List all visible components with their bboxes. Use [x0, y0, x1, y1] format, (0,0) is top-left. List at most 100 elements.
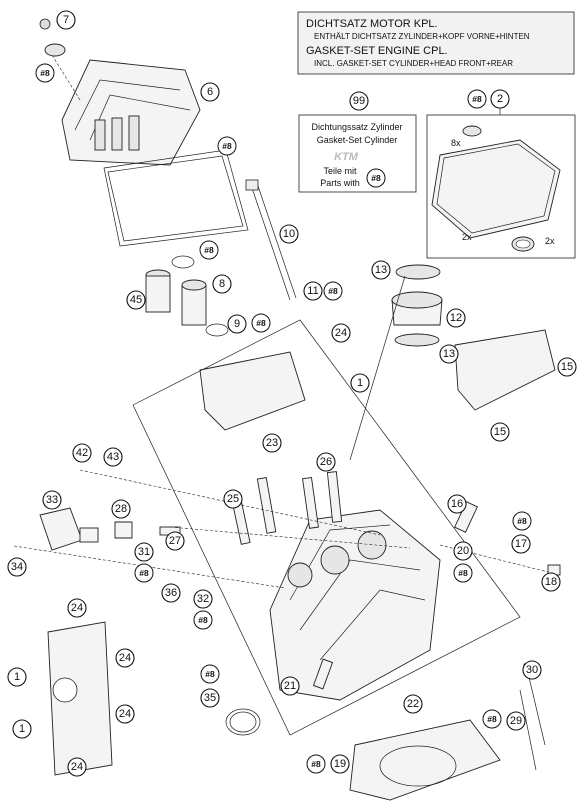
o-ring-35-part — [225, 708, 261, 736]
tensioner-part — [39, 507, 83, 551]
callout-1-a: 1 — [350, 373, 370, 393]
ref-8-h: #8 — [134, 563, 154, 583]
callout-43: 43 — [103, 447, 123, 467]
svg-text:#8: #8 — [487, 714, 497, 724]
svg-text:24: 24 — [71, 602, 83, 614]
svg-text:20: 20 — [457, 545, 469, 557]
svg-text:27: 27 — [169, 535, 181, 547]
callout-8: 8 — [212, 274, 232, 294]
ref-8-b: #8 — [217, 136, 237, 156]
svg-text:9: 9 — [234, 318, 240, 330]
svg-text:#8: #8 — [371, 173, 381, 183]
ref-8-g: #8 — [453, 563, 473, 583]
callout-33: 33 — [42, 490, 62, 510]
seal-ring-part — [44, 43, 66, 57]
svg-text:11: 11 — [307, 285, 318, 297]
svg-text:42: 42 — [76, 447, 88, 459]
gasket-set-inset: #8 2 8x 2x 2x — [426, 89, 576, 259]
callout-24-d: 24 — [115, 704, 135, 724]
callout-42: 42 — [72, 443, 92, 463]
svg-text:#8: #8 — [204, 245, 214, 255]
svg-text:#8: #8 — [222, 141, 232, 151]
valves-part — [230, 471, 343, 545]
callout-35: 35 — [200, 688, 220, 708]
callout-29: 29 — [506, 711, 526, 731]
svg-text:24: 24 — [119, 708, 131, 720]
head-gasket-part — [349, 719, 501, 801]
ref-8-f: #8 — [512, 511, 532, 531]
callout-34: 34 — [7, 557, 27, 577]
callout-24-a: 24 — [331, 323, 351, 343]
ref-8-j: #8 — [200, 664, 220, 684]
callout-21: 21 — [280, 676, 300, 696]
callout-32: 32 — [193, 589, 213, 609]
svg-text:22: 22 — [407, 698, 419, 710]
svg-text:#8: #8 — [328, 286, 338, 296]
kit-line-4: Parts with — [320, 178, 360, 188]
callout-13-b: 13 — [439, 344, 459, 364]
callout-45: 45 — [126, 290, 146, 310]
svg-text:19: 19 — [334, 758, 346, 770]
svg-text:31: 31 — [138, 546, 150, 558]
header-line-4: INCL. GASKET-SET CYLINDER+HEAD FRONT+REA… — [314, 59, 513, 68]
callout-9: 9 — [227, 314, 247, 334]
callout-27: 27 — [165, 531, 185, 551]
svg-text:13: 13 — [375, 264, 387, 276]
callout-24-c: 24 — [115, 648, 135, 668]
callout-6: 6 — [200, 82, 220, 102]
cylinder-head-part — [269, 509, 441, 701]
ref-8-e: #8 — [323, 281, 343, 301]
svg-text:2: 2 — [497, 93, 503, 105]
callout-1-c: 1 — [12, 719, 32, 739]
kit-ref-8: #8 — [366, 168, 386, 188]
svg-text:#8: #8 — [472, 94, 482, 104]
svg-text:16: 16 — [451, 498, 463, 510]
svg-text:1: 1 — [19, 723, 25, 735]
bolt-21-part — [312, 658, 334, 690]
svg-text:#8: #8 — [198, 615, 208, 625]
header-line-1: DICHTSATZ MOTOR KPL. — [306, 18, 438, 30]
svg-text:24: 24 — [335, 327, 347, 339]
svg-text:25: 25 — [227, 493, 239, 505]
callout-99: 99 — [349, 91, 369, 111]
ref-8-i: #8 — [193, 610, 213, 630]
svg-text:29: 29 — [510, 715, 522, 727]
callout-23: 23 — [262, 433, 282, 453]
svg-text:1: 1 — [357, 377, 363, 389]
svg-text:35: 35 — [204, 692, 216, 704]
svg-text:15: 15 — [561, 361, 573, 373]
callout-22: 22 — [403, 694, 423, 714]
cylinder-gasket-kit-box: 99 Dichtungssatz Zylinder Gasket-Set Cyl… — [298, 91, 417, 193]
svg-text:99: 99 — [353, 95, 365, 107]
svg-text:8: 8 — [219, 278, 225, 290]
header-line-3: GASKET-SET ENGINE CPL. — [306, 45, 448, 57]
svg-text:24: 24 — [71, 761, 83, 773]
svg-text:43: 43 — [107, 451, 119, 463]
gasket-set-info-box: DICHTSATZ MOTOR KPL. ENTHÄLT DICHTSATZ Z… — [297, 11, 575, 75]
svg-text:#8: #8 — [139, 568, 149, 578]
camshaft-carrier-part — [199, 351, 306, 431]
svg-text:21: 21 — [284, 680, 296, 692]
svg-text:45: 45 — [130, 294, 142, 306]
ktm-logo: KTM — [334, 151, 359, 163]
callout-10: 10 — [279, 224, 299, 244]
svg-text:18: 18 — [545, 576, 557, 588]
svg-text:28: 28 — [115, 503, 127, 515]
valve-cover-part — [51, 54, 201, 166]
callout-15-a: 15 — [557, 357, 577, 377]
ref-8-a: #8 — [35, 63, 55, 83]
ref-8-c: #8 — [199, 240, 219, 260]
svg-text:7: 7 — [63, 14, 69, 26]
svg-text:#8: #8 — [205, 669, 215, 679]
callout-31: 31 — [134, 542, 154, 562]
svg-text:24: 24 — [119, 652, 131, 664]
svg-text:#8: #8 — [458, 568, 468, 578]
callout-20: 20 — [453, 541, 473, 561]
qty-2x-a: 2x — [462, 232, 472, 242]
inset-ref-8: #8 — [467, 89, 487, 109]
callout-11: 11 — [303, 281, 323, 301]
callout-17: 17 — [511, 534, 531, 554]
svg-text:30: 30 — [526, 664, 538, 676]
kit-line-3: Teile mit — [323, 166, 357, 176]
callout-16: 16 — [447, 494, 467, 514]
